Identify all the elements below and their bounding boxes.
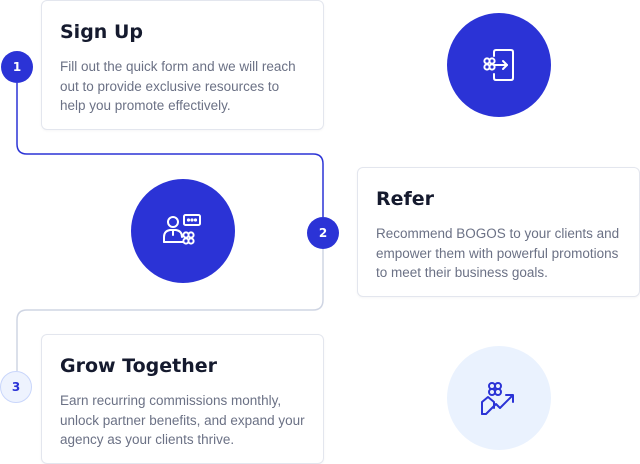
step-3-marker: 3	[0, 371, 32, 403]
refer-icon	[163, 214, 201, 245]
step-2-description: Recommend BOGOS to your clients and empo…	[376, 226, 620, 280]
signup-icon-badge	[447, 13, 551, 117]
step-2-title: Refer	[376, 188, 435, 210]
step-3-description: Earn recurring commissions monthly, unlo…	[60, 393, 305, 447]
step-1-marker: 1	[1, 51, 33, 83]
signup-icon	[483, 49, 514, 81]
step-3-number: 3	[11, 380, 21, 394]
step-2-card: Refer Recommend BOGOS to your clients an…	[357, 167, 640, 297]
growth-icon-badge	[447, 346, 551, 450]
step-1-number: 1	[12, 60, 22, 74]
step-1-description: Fill out the quick form and we will reac…	[60, 59, 296, 113]
step-1-title: Sign Up	[60, 21, 143, 43]
step-1-card: Sign Up Fill out the quick form and we w…	[41, 0, 324, 130]
step-2-number: 2	[318, 226, 328, 240]
growth-icon	[481, 382, 514, 415]
step-2-marker: 2	[307, 217, 339, 249]
step-3-title: Grow Together	[60, 355, 218, 377]
step-3-card: Grow Together Earn recurring commissions…	[41, 334, 324, 464]
refer-icon-badge	[131, 179, 235, 283]
